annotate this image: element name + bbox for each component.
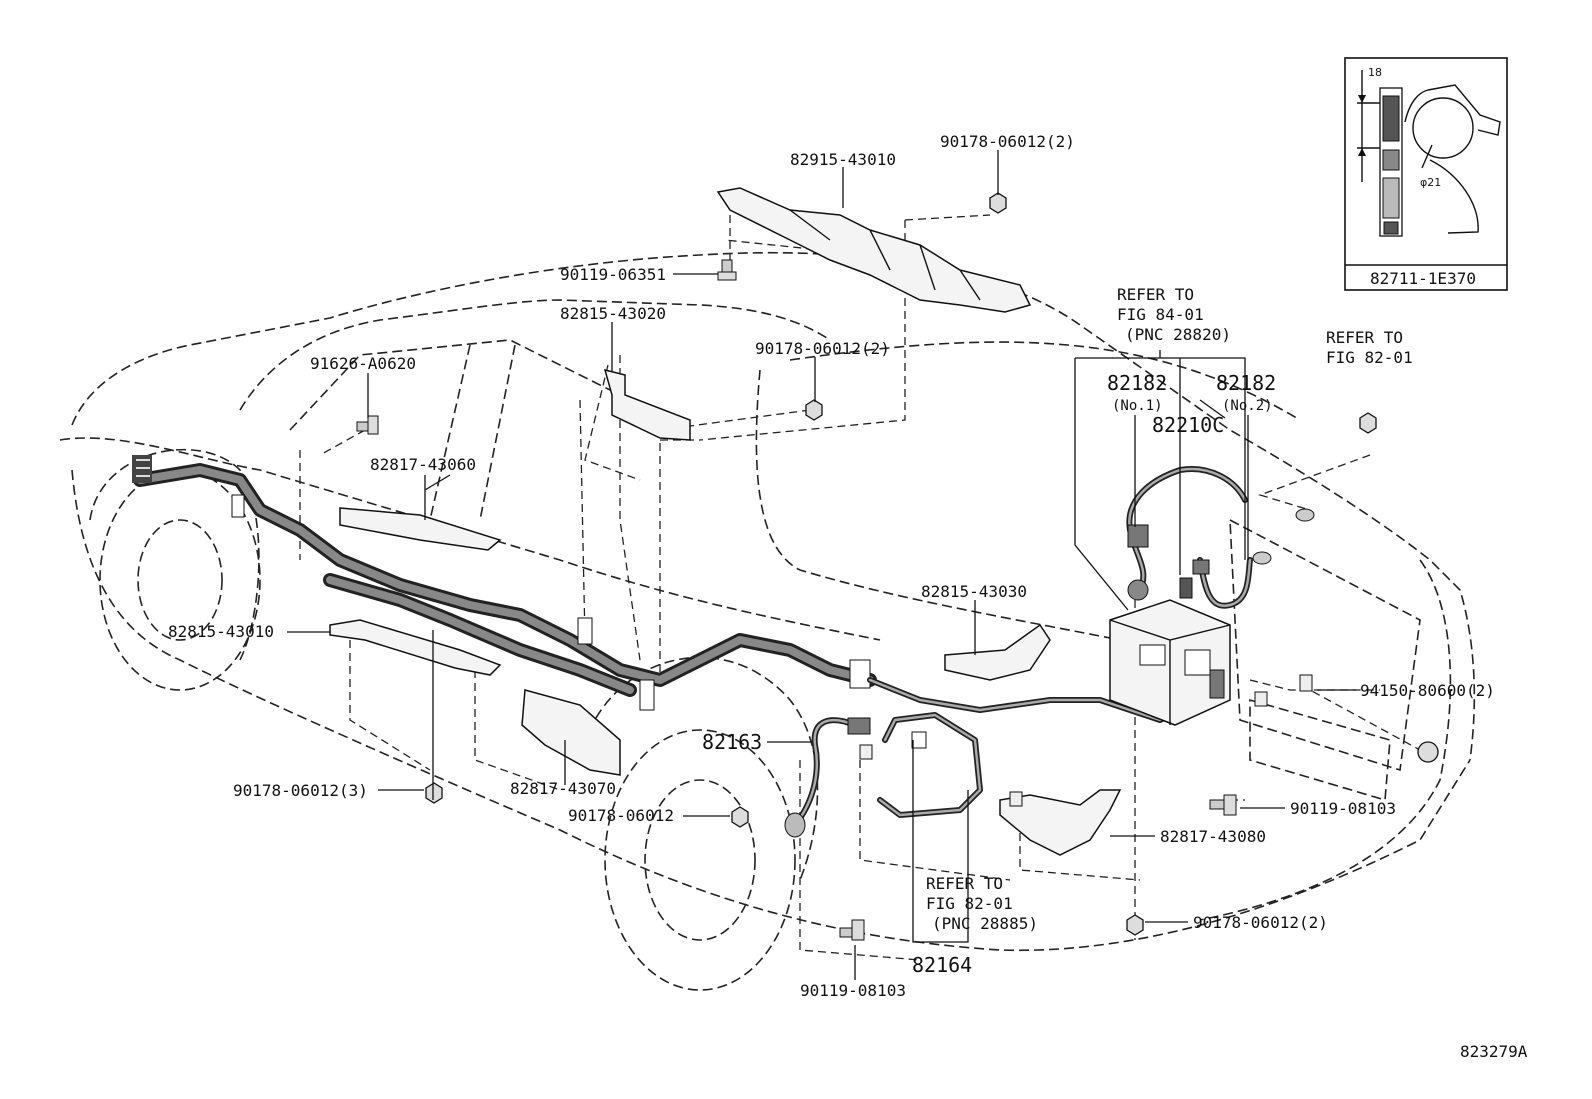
nut-icon — [1126, 914, 1144, 936]
nut-icon — [989, 192, 1007, 214]
part-label: 90119-06351 — [560, 265, 666, 284]
part-label: 82815-43030 — [921, 582, 1027, 601]
refer-note: FIG 82-01 — [1326, 348, 1413, 367]
part-label: 90178-06012(2) — [1193, 913, 1328, 932]
bolt-icon — [717, 259, 737, 281]
refer-note: FIG 84-01 — [1117, 305, 1204, 324]
part-label: 82210C — [1152, 413, 1224, 437]
grommet-icon — [1417, 741, 1439, 763]
protector-82817-43070 — [521, 689, 621, 776]
part-label: 82817-43070 — [510, 779, 616, 798]
part-label: 90178-06012(2) — [940, 132, 1075, 151]
nut-icon — [731, 806, 749, 828]
inset-dimension: 18 — [1368, 66, 1382, 79]
refer-note: (PNC 28885) — [932, 914, 1038, 933]
part-label: 82182 — [1216, 371, 1276, 395]
diagram-id: 823279A — [1460, 1042, 1528, 1061]
part-label: 82915-43010 — [790, 150, 896, 169]
part-labels: 82915-43010 90178-06012(2) 90119-06351 8… — [168, 132, 1495, 1000]
refer-note: REFER TO — [1326, 328, 1403, 347]
nut-icon — [1359, 412, 1377, 434]
part-label: 82815-43010 — [168, 622, 274, 641]
refer-note: REFER TO — [1117, 285, 1194, 304]
floor-wire-harness — [132, 455, 877, 711]
part-label: 90119-08103 — [1290, 799, 1396, 818]
refer-note: FIG 82-01 — [926, 894, 1013, 913]
bolt-icon — [1209, 794, 1237, 816]
inset-detail: 18 φ21 82711-1E370 — [1344, 57, 1508, 291]
bracket-82815-43030 — [944, 623, 1051, 681]
sub-harness-82163-82164 — [784, 712, 983, 838]
part-label: 82815-43020 — [560, 304, 666, 323]
refer-note: REFER TO — [926, 874, 1003, 893]
part-label: 82817-43080 — [1160, 827, 1266, 846]
part-label: 82182 — [1107, 371, 1167, 395]
protector-82817-43060 — [339, 507, 502, 551]
protector-82815-43010 — [329, 619, 502, 676]
nut-icon — [425, 782, 443, 804]
part-label: 82817-43060 — [370, 455, 476, 474]
part-label: 90178-06012(3) — [233, 781, 368, 800]
part-label: 90178-06012 — [568, 806, 674, 825]
sensor-harness-82182 — [1126, 466, 1315, 609]
refer-note: (PNC 28820) — [1125, 325, 1231, 344]
inset-dimension: φ21 — [1420, 176, 1441, 189]
part-label: 90119-08103 — [800, 981, 906, 1000]
protector-82915-43010 — [716, 187, 1032, 313]
fasteners — [356, 192, 1439, 941]
part-label: 91626-A0620 — [310, 354, 416, 373]
part-label: 82163 — [702, 730, 762, 754]
bracket-82815-43020 — [603, 368, 691, 441]
car-body-outline — [59, 251, 1476, 991]
bolt-icon — [839, 919, 865, 941]
part-label: (No.2) — [1222, 398, 1273, 414]
part-label: 90178-06012(2) — [755, 339, 890, 358]
part-label: 94150-80600(2) — [1360, 681, 1495, 700]
part-label: (No.1) — [1112, 398, 1163, 414]
bolt-icon — [356, 415, 379, 435]
label-leaders — [287, 150, 1356, 980]
inset-part-label: 82711-1E370 — [1370, 269, 1476, 288]
trunk-module — [1109, 599, 1231, 726]
protector-82817-43080 — [999, 789, 1122, 856]
part-label: 82164 — [912, 953, 972, 977]
nut-icon — [805, 399, 823, 421]
